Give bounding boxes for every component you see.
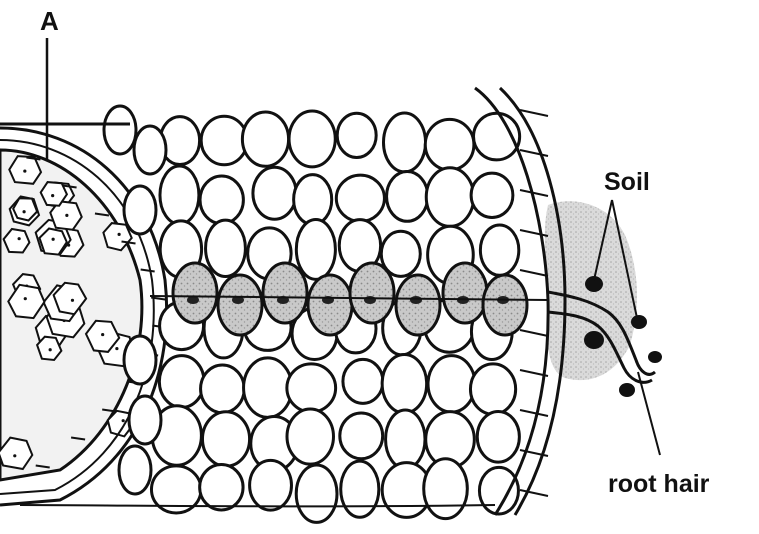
shaded-cell [218,275,262,335]
label-root-hair: root hair [608,470,709,499]
shaded-cell [443,263,487,323]
cortex-cell [200,465,243,510]
cortex-cell [426,168,473,227]
cortex-cell [424,459,468,519]
epidermis-cell-wall [520,330,548,336]
cortex-cell [336,175,384,221]
epidermis-cell-wall [520,270,548,276]
cortex-cell [124,336,156,384]
cortex-cell [201,365,245,413]
cortex-cell [250,460,292,510]
cortex-cell [382,355,426,413]
cortex-cell [294,175,332,225]
cortex-cell [386,410,425,468]
cortex-cell [341,461,379,517]
cortex-cell [480,225,518,275]
cortex-cell [340,413,383,459]
shaded-cell [483,275,527,335]
epidermis-cell-wall [520,490,548,496]
cortex-cell [296,465,337,522]
cortex-cell [343,359,383,403]
shaded-cell [396,275,440,335]
cortex-cell [124,186,156,234]
epidermis-cell-wall [520,230,548,236]
cortex-cell [470,364,515,414]
shaded-cell [350,263,394,323]
cortex-cell [383,113,425,172]
cortex-cell [119,446,151,494]
cortex-cell [387,172,428,222]
cortex-cell [159,356,204,408]
cortex-cell [471,173,513,217]
cortex-cell [289,111,335,167]
cortex-cell [244,358,292,417]
cortex-cell [242,112,288,166]
label-soil: Soil [604,168,650,197]
epidermis-cell-wall [520,150,548,156]
cell-nucleus [410,296,422,304]
cortex-cell [253,167,296,219]
epidermis-cell-wall [520,110,548,116]
cortex-cell [425,119,474,170]
cortex-cell [477,411,519,462]
cortex-cell [201,116,247,164]
shaded-cell [173,263,217,323]
shaded-cell [308,275,352,335]
cortex-cell [287,364,336,412]
cortex-cell [160,166,199,224]
cortex-cell [200,176,243,224]
cortex-cell [134,126,166,174]
label-a: A [40,6,59,37]
cortex-cell [206,220,246,276]
cortex-cell [296,219,335,279]
epidermis-cell-wall [520,410,548,416]
cortex-cell [104,106,136,154]
cortex-cell [428,356,475,413]
stele-cell [37,337,61,360]
cortex-cell [129,396,161,444]
cortex-cell [337,113,376,157]
cortex-cell [287,409,333,464]
cortex-cell [202,412,249,466]
shaded-cell [263,263,307,323]
